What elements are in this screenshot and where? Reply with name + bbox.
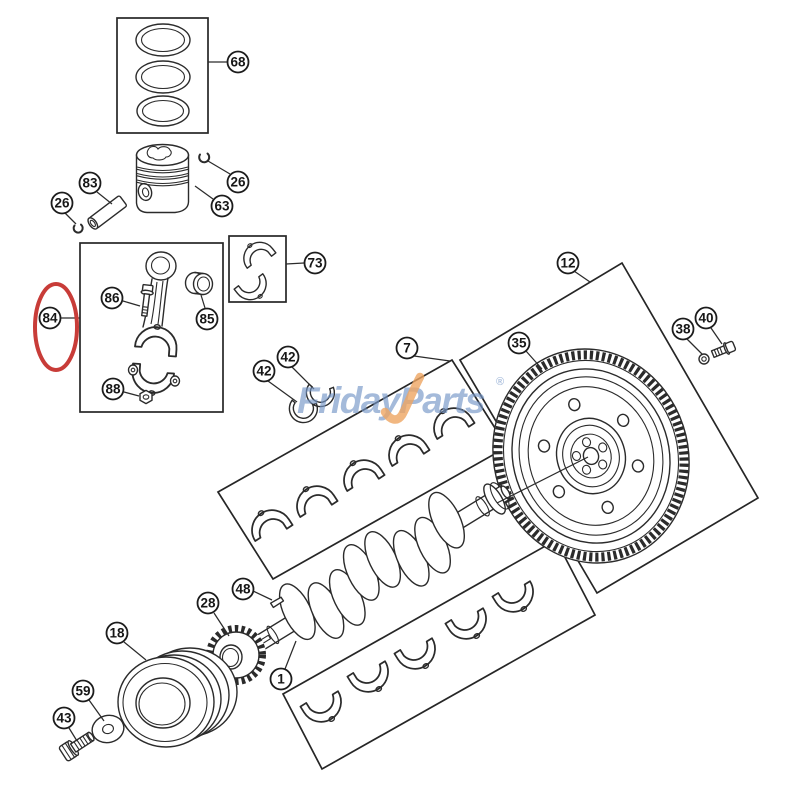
callout-84: 84 xyxy=(38,306,62,330)
pulley-bolt xyxy=(58,731,95,762)
callout-68: 68 xyxy=(226,50,250,74)
piston-crown-bowl xyxy=(146,145,172,161)
rod-bearing-box xyxy=(228,235,287,303)
crankshaft xyxy=(248,482,511,655)
flywheel-bolt xyxy=(710,340,737,359)
rod-nut xyxy=(139,389,153,405)
snap-ring xyxy=(72,223,84,234)
callout-85: 85 xyxy=(195,307,219,331)
svg-text:83: 83 xyxy=(82,176,98,191)
leader-lines xyxy=(61,61,723,742)
flywheel-bolt-holes xyxy=(537,397,645,515)
rod-bolt xyxy=(140,283,154,317)
svg-text:38: 38 xyxy=(675,322,691,337)
svg-text:43: 43 xyxy=(56,711,72,726)
snap-ring xyxy=(198,152,211,164)
svg-text:59: 59 xyxy=(75,684,90,699)
piston-ring xyxy=(135,60,191,94)
callout-7: 7 xyxy=(395,336,419,360)
callout-73: 73 xyxy=(303,251,327,275)
callout-63: 63 xyxy=(210,194,234,218)
callout-38: 38 xyxy=(671,317,695,341)
callout-35: 35 xyxy=(507,331,531,355)
connecting-rod-box xyxy=(79,242,224,413)
svg-text:12: 12 xyxy=(560,256,575,271)
svg-text:42: 42 xyxy=(256,364,271,379)
svg-text:40: 40 xyxy=(698,311,713,326)
callout-26-clip: 26 xyxy=(226,170,250,194)
flywheel-hub-holes xyxy=(571,437,608,475)
piston-pin xyxy=(87,195,127,230)
piston-ring xyxy=(135,23,191,57)
piston-rings-box xyxy=(116,17,209,134)
crank-pulley xyxy=(117,647,238,748)
svg-text:63: 63 xyxy=(214,199,230,214)
callout-42-right: 42 xyxy=(276,345,300,369)
callout-48: 48 xyxy=(231,577,255,601)
piston-ring-set xyxy=(135,23,191,127)
callout-59: 59 xyxy=(71,679,95,703)
svg-text:85: 85 xyxy=(199,312,215,327)
watermark-check-icon xyxy=(380,372,425,424)
callout-12: 12 xyxy=(556,251,580,275)
callout-1: 1 xyxy=(269,667,293,691)
svg-text:7: 7 xyxy=(403,341,411,356)
callout-18: 18 xyxy=(105,621,129,645)
svg-text:18: 18 xyxy=(109,626,125,641)
svg-text:35: 35 xyxy=(511,336,527,351)
callout-40: 40 xyxy=(694,306,718,330)
piston-pin-bushing xyxy=(184,271,214,296)
woodruff-key xyxy=(269,596,285,609)
flywheel xyxy=(492,348,690,564)
connecting-rod xyxy=(127,251,181,398)
callout-42-left: 42 xyxy=(252,359,276,383)
assembly-line xyxy=(496,456,589,504)
bearing-shell-upper xyxy=(235,233,277,274)
callout-83: 83 xyxy=(78,171,102,195)
piston xyxy=(135,143,190,214)
svg-text:26: 26 xyxy=(54,196,70,211)
callout-86: 86 xyxy=(100,286,124,310)
svg-text:84: 84 xyxy=(42,311,58,326)
svg-text:73: 73 xyxy=(307,256,323,271)
svg-text:48: 48 xyxy=(235,582,251,597)
red-highlight-oval xyxy=(33,282,79,372)
flywheel-washer xyxy=(698,353,710,365)
piston-pin-bore xyxy=(137,182,153,202)
piston-ring xyxy=(136,95,190,127)
svg-text:1: 1 xyxy=(277,672,285,687)
svg-text:68: 68 xyxy=(230,55,246,70)
svg-text:86: 86 xyxy=(104,291,120,306)
svg-text:26: 26 xyxy=(230,175,246,190)
watermark: FridayParts ® xyxy=(297,372,504,424)
svg-text:88: 88 xyxy=(105,382,121,397)
svg-text:42: 42 xyxy=(280,350,295,365)
pulley-washer xyxy=(91,714,125,744)
main-bearing-lower-box xyxy=(281,538,597,771)
callout-43: 43 xyxy=(52,706,76,730)
crank-webs xyxy=(278,491,466,641)
callout-28: 28 xyxy=(196,591,220,615)
watermark-registered-mark: ® xyxy=(496,376,504,388)
callout-26-pin: 26 xyxy=(50,191,74,215)
svg-text:28: 28 xyxy=(200,596,216,611)
callout-88: 88 xyxy=(101,377,125,401)
